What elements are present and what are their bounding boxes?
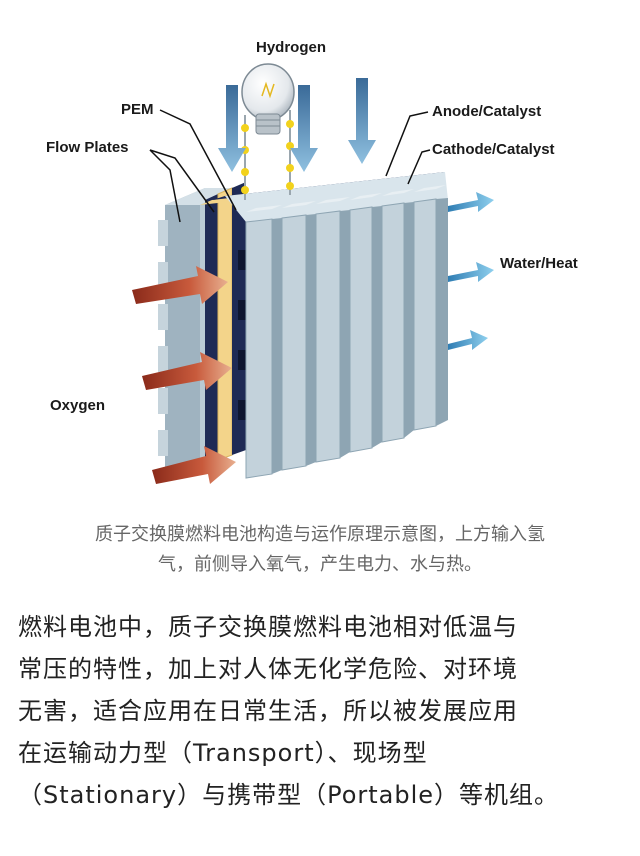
label-water-heat: Water/Heat [500,255,578,272]
label-cathode-catalyst: Cathode/Catalyst [432,141,555,158]
leader-lines [149,109,431,223]
body-line: 常压的特性，加上对人体无化学危险、对环境 [18,655,518,683]
hydrogen-arrows [218,78,376,172]
caption-line: 质子交换膜燃料电池构造与运作原理示意图，上方输入氢 [95,524,545,545]
body-paragraph: 燃料电池中，质子交换膜燃料电池相对低温与 常压的特性，加上对人体无化学危险、对环… [18,606,628,816]
pem-membrane [217,187,233,461]
label-pem: PEM [121,101,154,118]
caption-line: 气，前侧导入氧气，产生电力、水与热。 [158,554,482,575]
label-hydrogen: Hydrogen [256,39,326,56]
fuel-cell-diagram: Hydrogen PEM Flow Plates Anode/Catalyst … [46,39,578,484]
label-anode-catalyst: Anode/Catalyst [432,103,541,120]
anode-catalyst-layer [205,194,218,466]
oxygen-arrows [132,266,236,484]
body-line: 在运输动力型（Transport）、现场型 [18,739,428,767]
label-flow-plates: Flow Plates [46,139,129,156]
body-line: 无害，适合应用在日常生活，所以被发展应用 [18,697,518,725]
body-line: （Stationary）与携带型（Portable）等机组。 [18,781,560,809]
label-oxygen: Oxygen [50,397,105,414]
figure-caption: 质子交换膜燃料电池构造与运作原理示意图，上方输入氢 气，前侧导入氧气，产生电力、… [20,520,620,580]
lightbulb-icon [241,63,295,200]
body-line: 燃料电池中，质子交换膜燃料电池相对低温与 [18,613,518,641]
cathode-flow-plate [225,172,448,479]
water-heat-arrows [448,192,494,350]
